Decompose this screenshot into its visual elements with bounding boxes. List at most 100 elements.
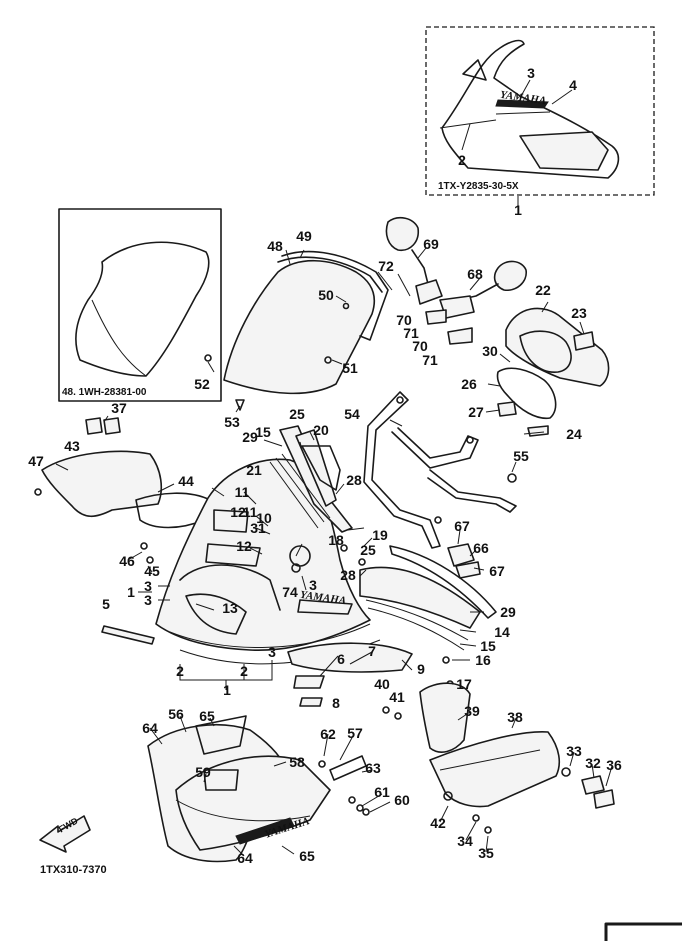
- callout-35: 35: [478, 845, 494, 861]
- callout-71: 71: [403, 325, 419, 341]
- callout-2: 2: [176, 663, 184, 679]
- callout-53: 53: [224, 414, 240, 430]
- callout-7: 7: [368, 643, 376, 659]
- callout-29: 29: [242, 429, 258, 445]
- callout-67: 67: [454, 518, 470, 534]
- callout-16: 16: [475, 652, 491, 668]
- callout-1: 1: [514, 202, 522, 218]
- windscreen: [204, 250, 389, 411]
- fairing-stay: [363, 391, 517, 549]
- callout-59: 59: [195, 764, 211, 780]
- callout-22: 22: [535, 282, 551, 298]
- callout-52: 52: [194, 376, 210, 392]
- callout-23: 23: [571, 305, 587, 321]
- callout-2: 2: [458, 152, 466, 168]
- callout-18: 18: [328, 532, 344, 548]
- callout-57: 57: [347, 725, 363, 741]
- callout-72: 72: [378, 258, 394, 274]
- callout-2: 2: [240, 663, 248, 679]
- callout-37: 37: [111, 400, 127, 416]
- callout-10: 10: [256, 510, 272, 526]
- callout-69: 69: [423, 236, 439, 252]
- callout-47: 47: [28, 453, 44, 469]
- callout-49: 49: [296, 228, 312, 244]
- callout-4: 4: [569, 77, 577, 93]
- inner-panels-lower: [287, 545, 497, 707]
- callout-20: 20: [313, 422, 329, 438]
- lower-fairing-right: [419, 682, 561, 808]
- callout-29: 29: [500, 604, 516, 620]
- callout-43: 43: [64, 438, 80, 454]
- callout-3: 3: [144, 592, 152, 608]
- callout-14: 14: [494, 624, 510, 640]
- callout-3: 3: [144, 578, 152, 594]
- callout-8: 8: [332, 695, 340, 711]
- callout-1: 1: [223, 682, 231, 698]
- callout-64: 64: [237, 850, 253, 866]
- callout-27: 27: [468, 404, 484, 420]
- callout-39: 39: [464, 703, 480, 719]
- callout-32: 32: [585, 755, 601, 771]
- callout-15: 15: [255, 424, 271, 440]
- decal-inset-box: [425, 26, 655, 212]
- callout-70: 70: [396, 312, 412, 328]
- callout-6: 6: [337, 651, 345, 667]
- callout-leaders: [55, 247, 613, 857]
- callout-44: 44: [178, 473, 194, 489]
- callout-42: 42: [430, 815, 446, 831]
- callout-28: 28: [340, 567, 356, 583]
- callout-48: 48: [267, 238, 283, 254]
- inner-panels-upper: [269, 425, 353, 533]
- windscreen-code: 48. 1WH-28381-00: [62, 387, 147, 398]
- callout-67: 67: [489, 563, 505, 579]
- callout-26: 26: [461, 376, 477, 392]
- callout-38: 38: [507, 709, 523, 725]
- trim-strip: [101, 625, 155, 645]
- callout-50: 50: [318, 287, 334, 303]
- callout-3: 3: [268, 644, 276, 660]
- callout-24: 24: [566, 426, 582, 442]
- callout-19: 19: [372, 527, 388, 543]
- callout-9: 9: [417, 661, 425, 677]
- callout-1: 1: [127, 584, 135, 600]
- callout-11: 11: [242, 504, 258, 520]
- windscreen-inset-box: [58, 208, 222, 402]
- bracket-parts: [340, 473, 517, 579]
- callout-51: 51: [342, 360, 358, 376]
- callout-34: 34: [457, 833, 473, 849]
- decal-set-code: 1TX-Y2835-30-5X: [438, 181, 519, 192]
- figure-code: 1TX310-7370: [40, 864, 107, 876]
- callout-60: 60: [394, 792, 410, 808]
- forward-arrow-icon: [39, 815, 91, 853]
- meter-cover: [496, 307, 610, 437]
- callout-25: 25: [360, 542, 376, 558]
- callout-12: 12: [236, 538, 252, 554]
- callout-70: 70: [412, 338, 428, 354]
- callout-12: 12: [230, 504, 246, 520]
- callout-58: 58: [289, 754, 305, 770]
- callout-54: 54: [344, 406, 360, 422]
- callout-17: 17: [456, 676, 472, 692]
- callout-71: 71: [422, 352, 438, 368]
- callout-74: 74: [282, 584, 298, 600]
- callout-55: 55: [513, 448, 529, 464]
- mirror-assembly: [385, 216, 527, 345]
- small-hardware: [318, 706, 615, 834]
- callout-64: 64: [142, 720, 158, 736]
- callout-30: 30: [482, 343, 498, 359]
- callout-63: 63: [365, 760, 381, 776]
- callout-56: 56: [168, 706, 184, 722]
- callout-13: 13: [222, 600, 238, 616]
- callout-3: 3: [309, 577, 317, 593]
- callout-25: 25: [289, 406, 305, 422]
- callout-11: 11: [234, 484, 250, 500]
- callout-61: 61: [374, 784, 390, 800]
- callout-62: 62: [320, 726, 336, 742]
- callout-15: 15: [480, 638, 496, 654]
- callout-21: 21: [246, 462, 262, 478]
- callout-65: 65: [299, 848, 315, 864]
- callout-5: 5: [102, 596, 110, 612]
- callout-40: 40: [374, 676, 390, 692]
